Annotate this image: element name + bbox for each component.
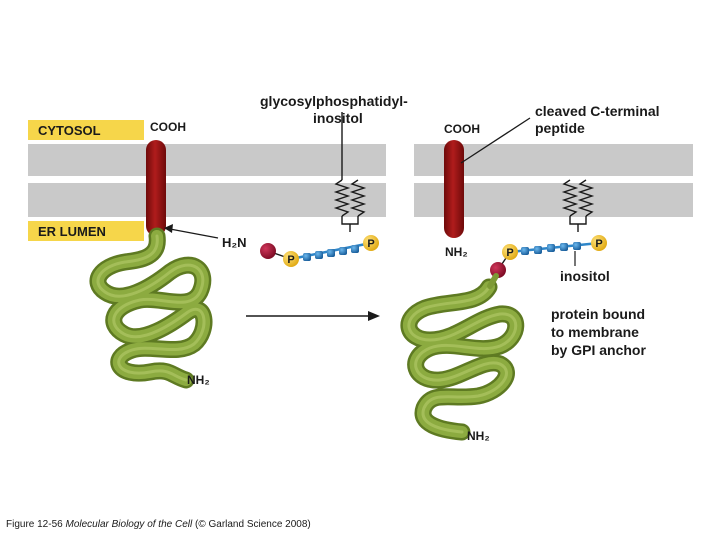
cooh-label-right: COOH — [444, 122, 480, 136]
nh2-label-right-protein: NH₂ — [467, 429, 490, 443]
caption-prefix: Figure 12-56 — [6, 519, 66, 530]
bound-label-line2: to membrane — [551, 324, 639, 340]
er-lumen-label-box: ER LUMEN — [28, 221, 144, 241]
gpi-label-line1: glycosylphosphatidyl- — [260, 93, 408, 109]
cytosol-label-box: CYTOSOL — [28, 120, 144, 140]
er-lumen-label: ER LUMEN — [38, 224, 106, 239]
cooh-label-left: COOH — [150, 120, 186, 134]
nh2-label-left-protein: NH₂ — [187, 373, 210, 387]
caption-suffix: (© Garland Science 2008) — [192, 519, 311, 530]
svg-text:P: P — [506, 247, 513, 259]
inositol-label: inositol — [560, 268, 610, 284]
cytosol-label: CYTOSOL — [38, 123, 101, 138]
cleavage-arrow — [164, 224, 219, 239]
figure-caption: Figure 12-56 Molecular Biology of the Ce… — [6, 519, 311, 530]
protein-gpi-link — [487, 273, 499, 289]
gpi-chain-left: P P — [260, 235, 379, 267]
svg-text:P: P — [287, 254, 294, 266]
svg-text:P: P — [367, 238, 374, 250]
protein-right — [400, 278, 525, 441]
protein-left — [89, 227, 213, 389]
gpi-lipid-tails-left — [333, 112, 367, 232]
nh2-label-right-peptide: NH₂ — [445, 245, 468, 259]
bound-label-line3: by GPI anchor — [551, 342, 646, 358]
h2n-label: H₂N — [222, 235, 247, 250]
gpi-label-line2: inositol — [313, 110, 363, 126]
ethanolamine-ball-left — [260, 243, 276, 259]
reaction-arrow — [246, 311, 380, 321]
cleaved-label-line2: peptide — [535, 120, 585, 136]
phosphate-right-2: P — [591, 235, 607, 251]
sugar-residues-left — [303, 245, 359, 261]
sugar-residues-right — [521, 242, 581, 255]
phosphate-left-1: P — [283, 251, 299, 267]
cterminal-peptide-right — [444, 140, 464, 238]
phosphate-right-1: P — [502, 244, 518, 260]
svg-text:P: P — [595, 238, 602, 250]
cleaved-pointer-line — [460, 117, 531, 164]
cleaved-label-line1: cleaved C-terminal — [535, 103, 660, 119]
gpi-lipid-tails-right — [561, 179, 595, 232]
caption-title: Molecular Biology of the Cell — [65, 519, 193, 530]
phosphate-left-2: P — [363, 235, 379, 251]
bound-label-line1: protein bound — [551, 306, 645, 322]
cterminal-peptide-left — [146, 140, 166, 236]
membrane-left — [28, 144, 386, 217]
